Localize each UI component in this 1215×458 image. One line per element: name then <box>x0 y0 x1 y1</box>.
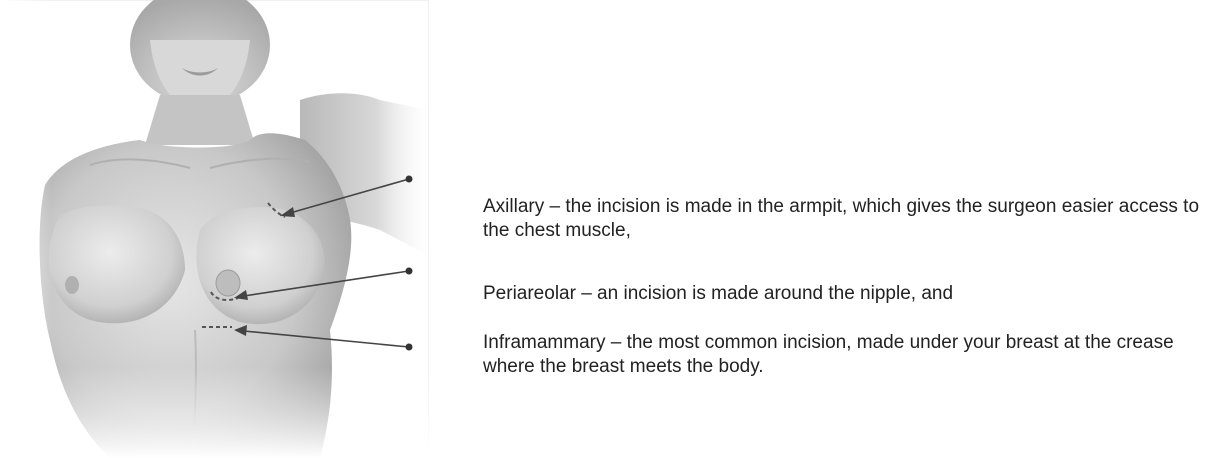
axillary-label: Axillary – the incision is made in the a… <box>483 195 1213 243</box>
periareolar-label: Periareolar – an incision is made around… <box>483 282 1213 306</box>
inframammary-label: Inframammary – the most common incision,… <box>483 331 1213 379</box>
